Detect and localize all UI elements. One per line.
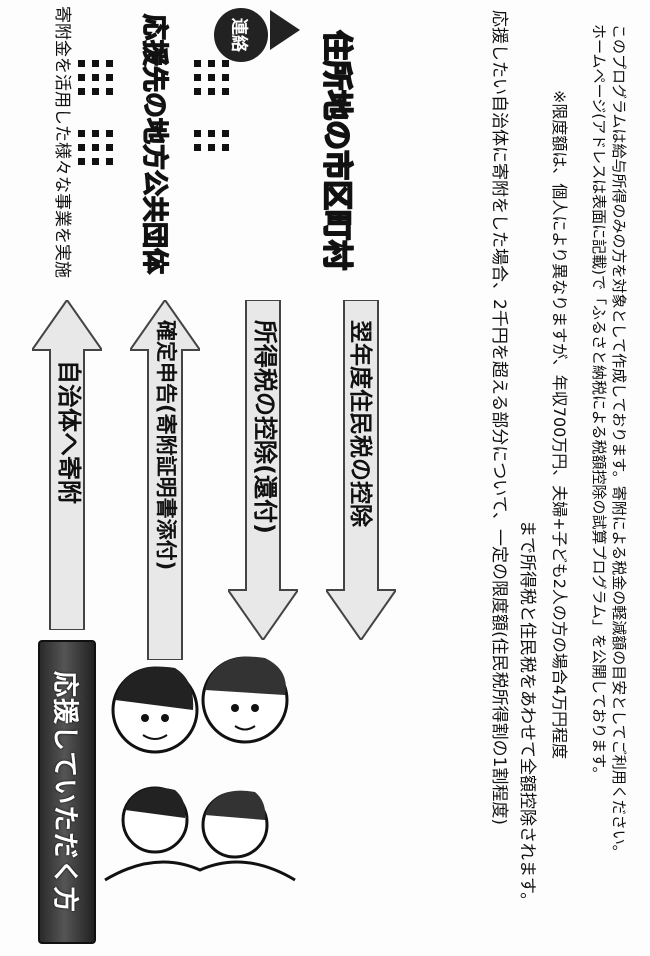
residence-gov-title: 住所地の市区町村 [318,29,355,271]
step-1-label: 自治体へ寄附 [55,360,83,504]
step-2: 確定申告(寄附証明書添付) [130,320,200,660]
local-gov-title: 応援先の地方公共団体 [138,13,169,275]
arrow-down-icon [326,300,396,640]
people-icon [194,60,229,151]
connect-badge-label: 連絡 [228,18,249,52]
connect-badge: 連絡 [214,8,268,62]
step-4-label: 翌年度住民税の控除 [347,320,373,527]
arrow-up-icon [130,300,200,660]
step-3-label: 所得税の控除(還付) [251,320,279,534]
step-1: 自治体へ寄附 [32,360,102,620]
arrow-down-icon [228,300,298,640]
body-para2-line1: ホームページ(アドレスは表面に記載)で「ふるさと納税による税額控除の試算プログラ… [590,24,608,782]
step-2-label: 確定申告(寄附証明書添付) [154,320,178,571]
body-para1-line2: まで所得税と住民税をあわせて全額控除されます。 [517,520,537,910]
step-4: 翌年度住民税の控除 [326,320,396,620]
step-3: 所得税の控除(還付) [228,320,298,620]
donation-use-text: 寄附金を活用した様々な事業を実施 [52,6,72,278]
family-illustration [104,656,296,882]
supporter-banner: 応援していただく方 [38,640,96,944]
arrow-up-icon [32,300,102,630]
limit-note: ※限度額は、個人により異なりますが、年収700万円、夫婦+子ども2人の方の場合4… [550,90,569,760]
people-icon [78,60,113,165]
body-para1-line1: 応援したい自治体に寄附をした場合、2千円を超える部分について、一定の限度額(住民… [489,10,509,826]
arrow-down-icon [270,10,300,50]
supporter-banner-label: 応援していただく方 [49,670,80,914]
body-para2-line2: このプログラムは給与所得のみの方を対象として作成しております。寄附による税金の軽… [610,24,628,860]
